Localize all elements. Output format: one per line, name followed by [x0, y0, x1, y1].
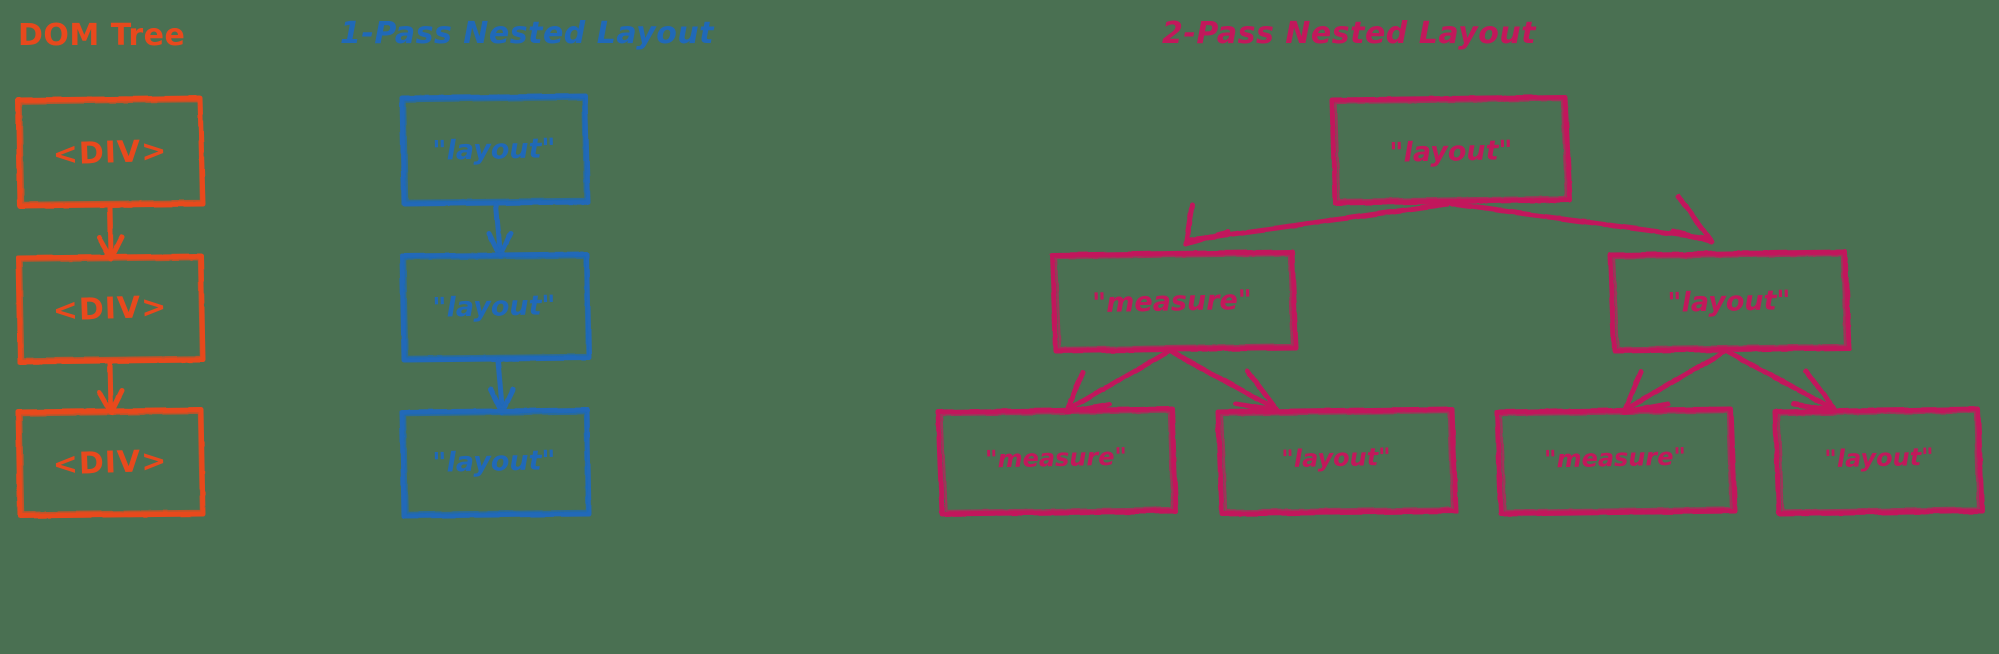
column-title-one-pass: 1-Pass Nested Layout [340, 16, 715, 51]
dom-tree-graphics [15, 95, 206, 519]
column-title-two-pass: 2-Pass Nested Layout [1162, 16, 1537, 51]
column-title-dom-tree: DOM Tree [18, 18, 186, 53]
two-pass-graphics [935, 94, 1985, 517]
one-pass-graphics [399, 93, 592, 519]
